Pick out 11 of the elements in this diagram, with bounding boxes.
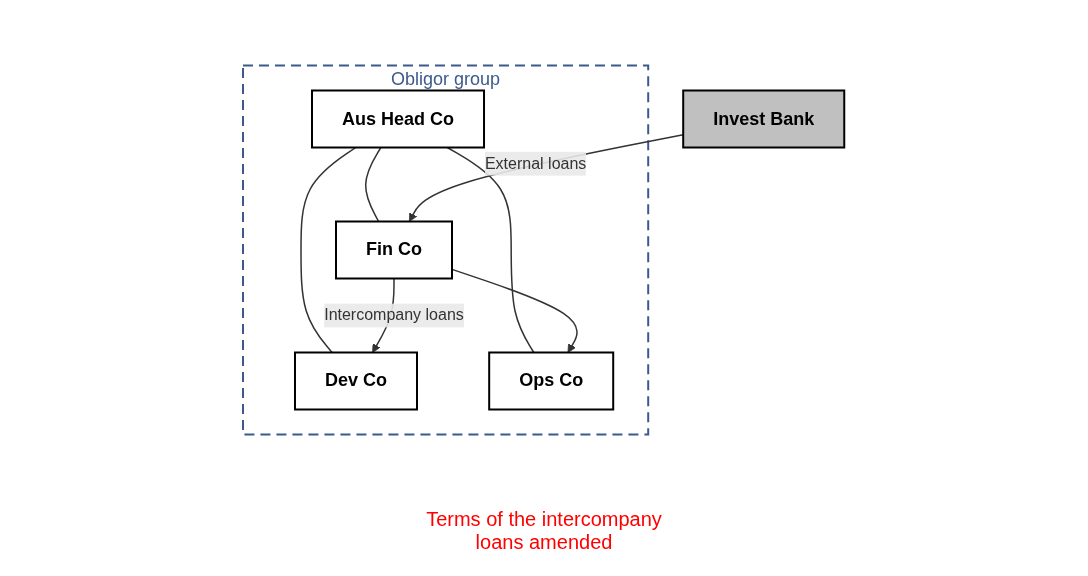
edge-label: Intercompany loans xyxy=(324,306,465,324)
note-text: Terms of the intercompany loans amended xyxy=(425,508,663,554)
node-box: Aus Head Co xyxy=(311,89,486,149)
edge-label: External loans xyxy=(485,154,587,172)
connector xyxy=(446,146,535,354)
node-box: Fin Co xyxy=(335,220,454,280)
node-box: Ops Co xyxy=(488,351,615,411)
node-box: Dev Co xyxy=(294,351,419,411)
connector xyxy=(365,146,382,223)
node-box: Invest Bank xyxy=(682,89,846,149)
connector xyxy=(300,146,357,354)
